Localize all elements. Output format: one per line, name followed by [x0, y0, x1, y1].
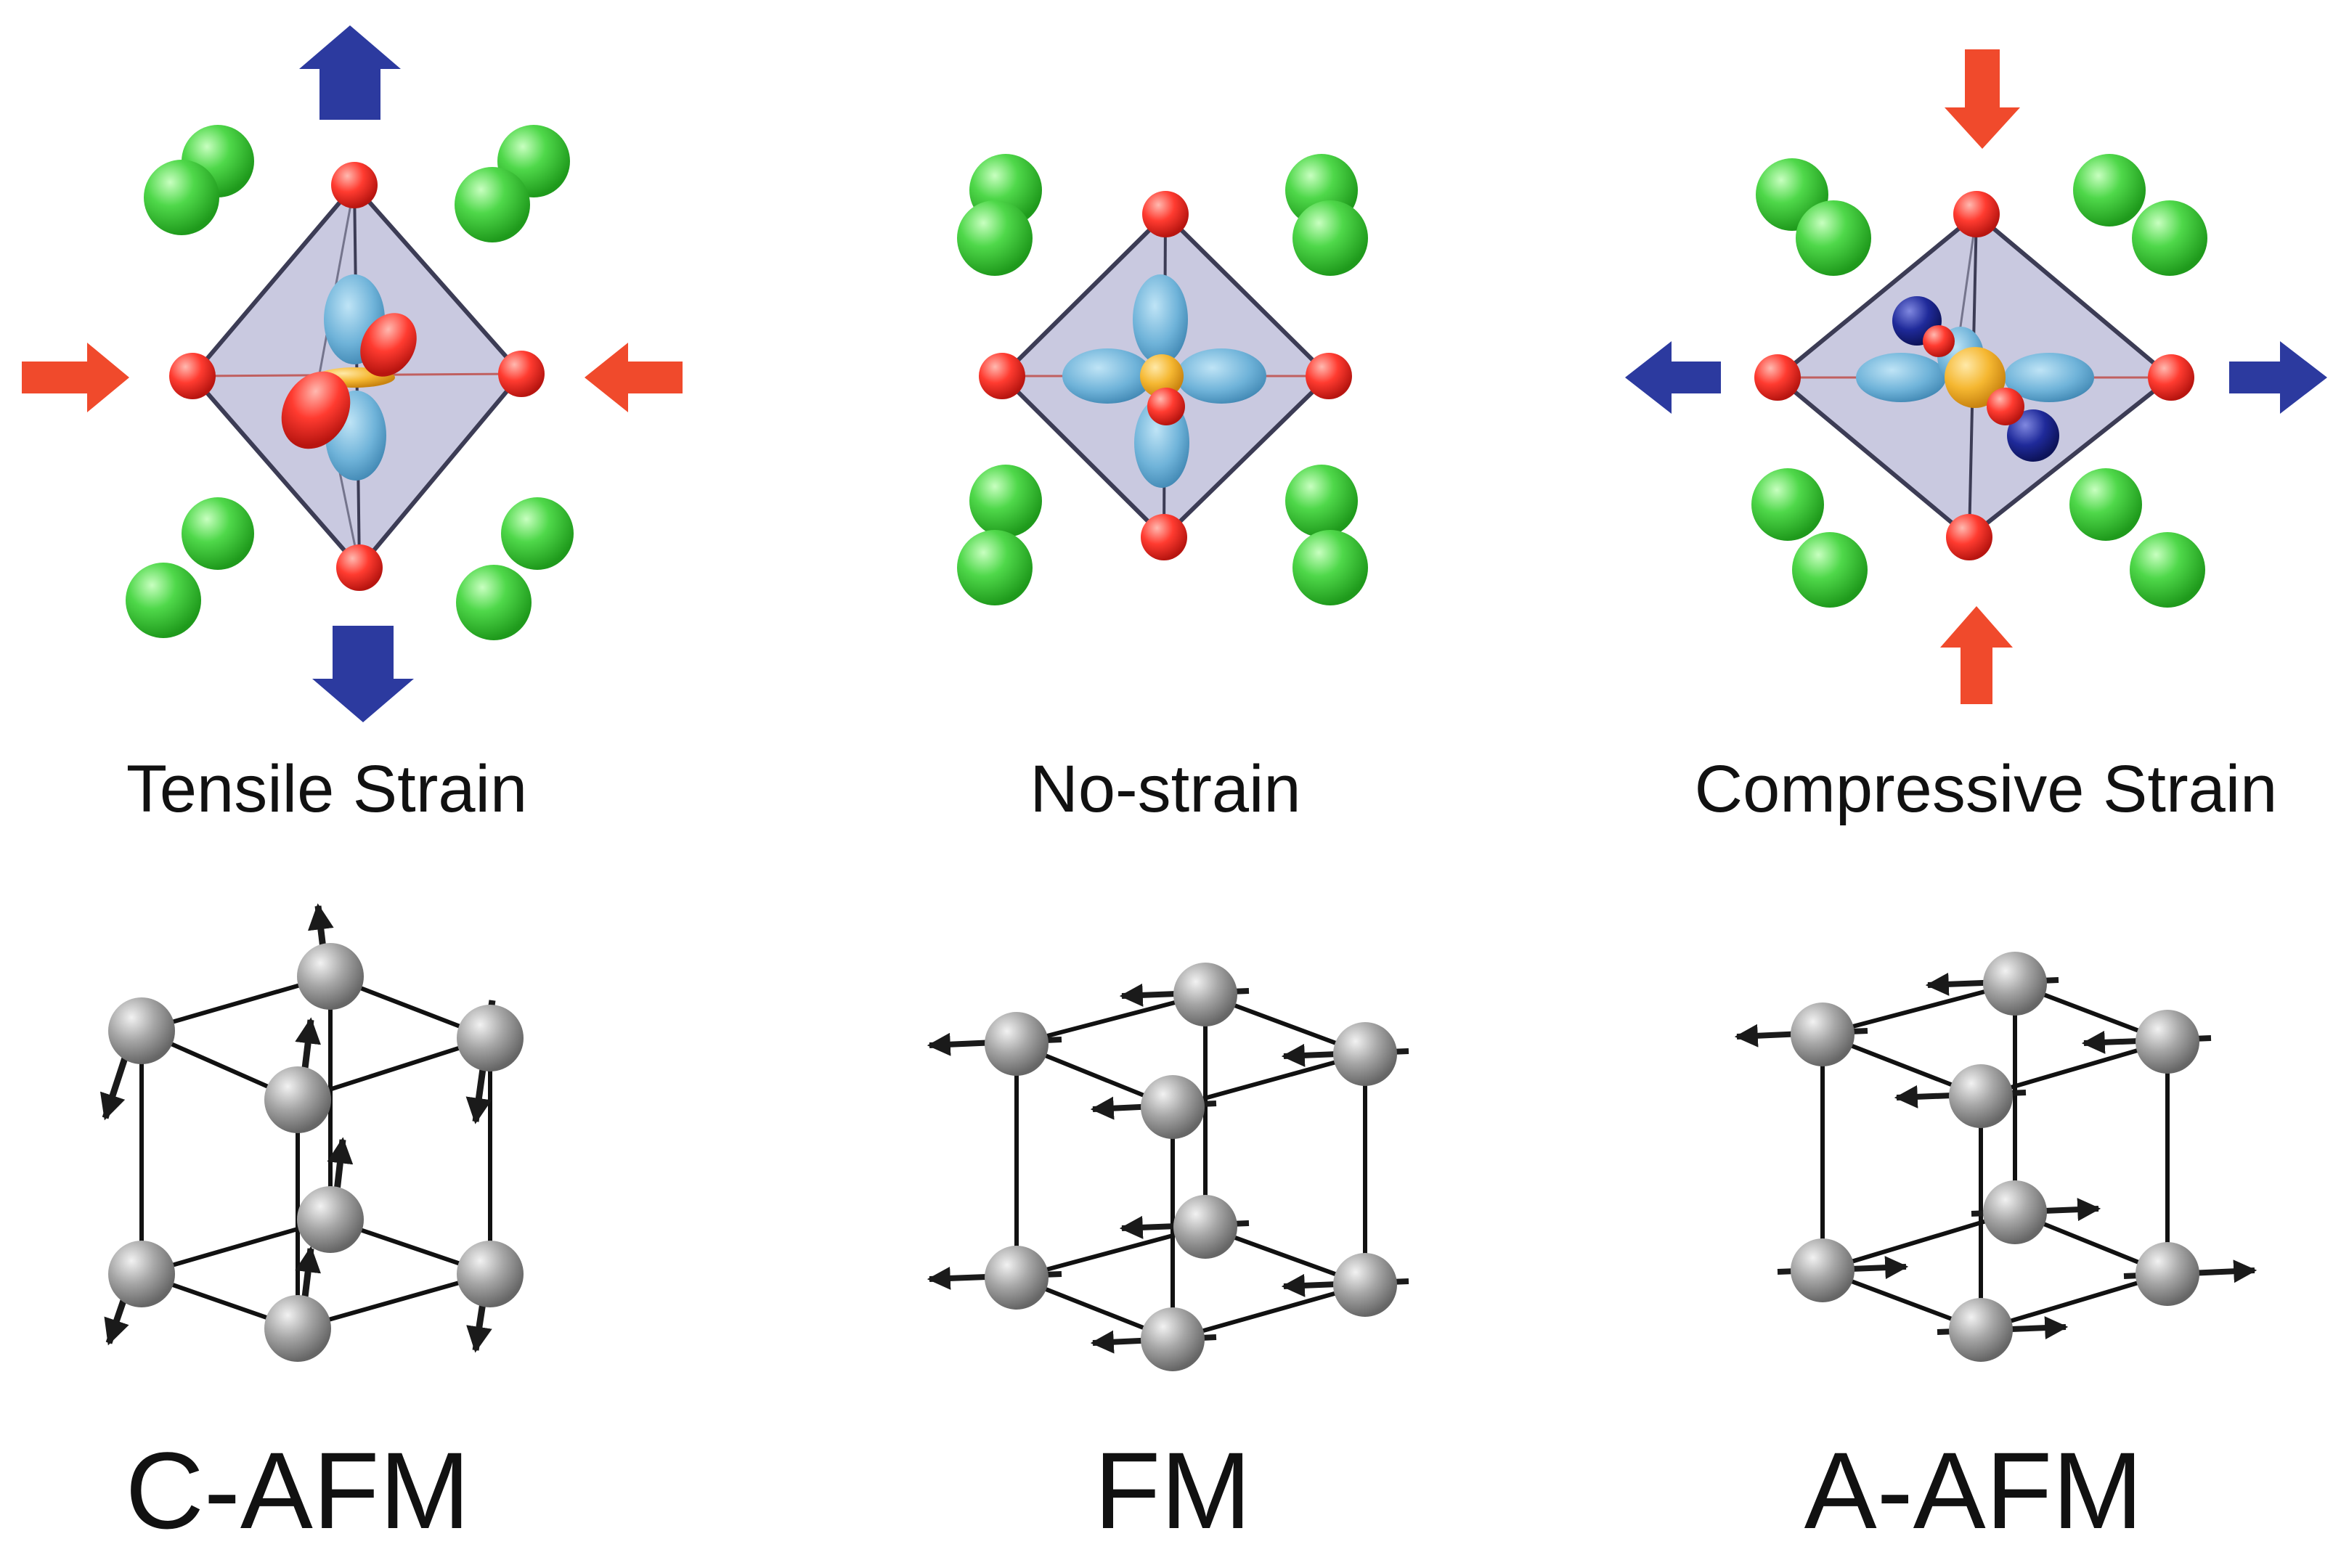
tensile-right-arrow	[2229, 341, 2327, 414]
fm-cell: FM	[927, 963, 1409, 1551]
tensile-strain-label: Tensile Strain	[126, 752, 527, 826]
lattice-bonds	[1815, 981, 2175, 1333]
magnetic-atoms	[985, 963, 1397, 1371]
lattice-bonds	[134, 973, 498, 1331]
d-orbital	[1856, 296, 2094, 462]
no-strain-panel: No-strain	[957, 154, 1368, 826]
no-strain-label: No-strain	[1030, 752, 1300, 826]
fm-label: FM	[1094, 1429, 1252, 1551]
a-site-atoms	[126, 125, 574, 640]
oxygen-atoms	[169, 162, 545, 591]
d-orbital	[281, 274, 417, 481]
compressive-left-arrow	[22, 343, 129, 412]
magnetic-atoms	[108, 943, 524, 1362]
tensile-left-arrow	[1625, 341, 1721, 414]
a-site-atoms	[957, 154, 1368, 605]
c-afm-label: C-AFM	[126, 1429, 471, 1551]
compressive-up-arrow	[1940, 606, 2013, 704]
d-orbital	[1062, 274, 1266, 488]
compressive-strain-label: Compressive Strain	[1695, 752, 2278, 826]
magnetic-atoms	[1791, 952, 2199, 1362]
oxygen-atoms	[1754, 191, 2194, 560]
compressive-right-arrow	[585, 343, 683, 412]
a-afm-label: A-AFM	[1804, 1429, 2143, 1551]
oxygen-atoms	[979, 191, 1352, 560]
a-afm-cell: A-AFM	[1734, 952, 2257, 1551]
compressive-strain-panel: Compressive Strain	[1625, 49, 2327, 826]
a-site-atoms	[1751, 154, 2207, 608]
tensile-up-arrow	[299, 25, 401, 120]
compressive-down-arrow	[1945, 49, 2020, 149]
c-afm-cell: C-AFM	[99, 903, 524, 1551]
tensile-down-arrow	[312, 626, 414, 722]
tensile-strain-panel: Tensile Strain	[22, 25, 683, 826]
